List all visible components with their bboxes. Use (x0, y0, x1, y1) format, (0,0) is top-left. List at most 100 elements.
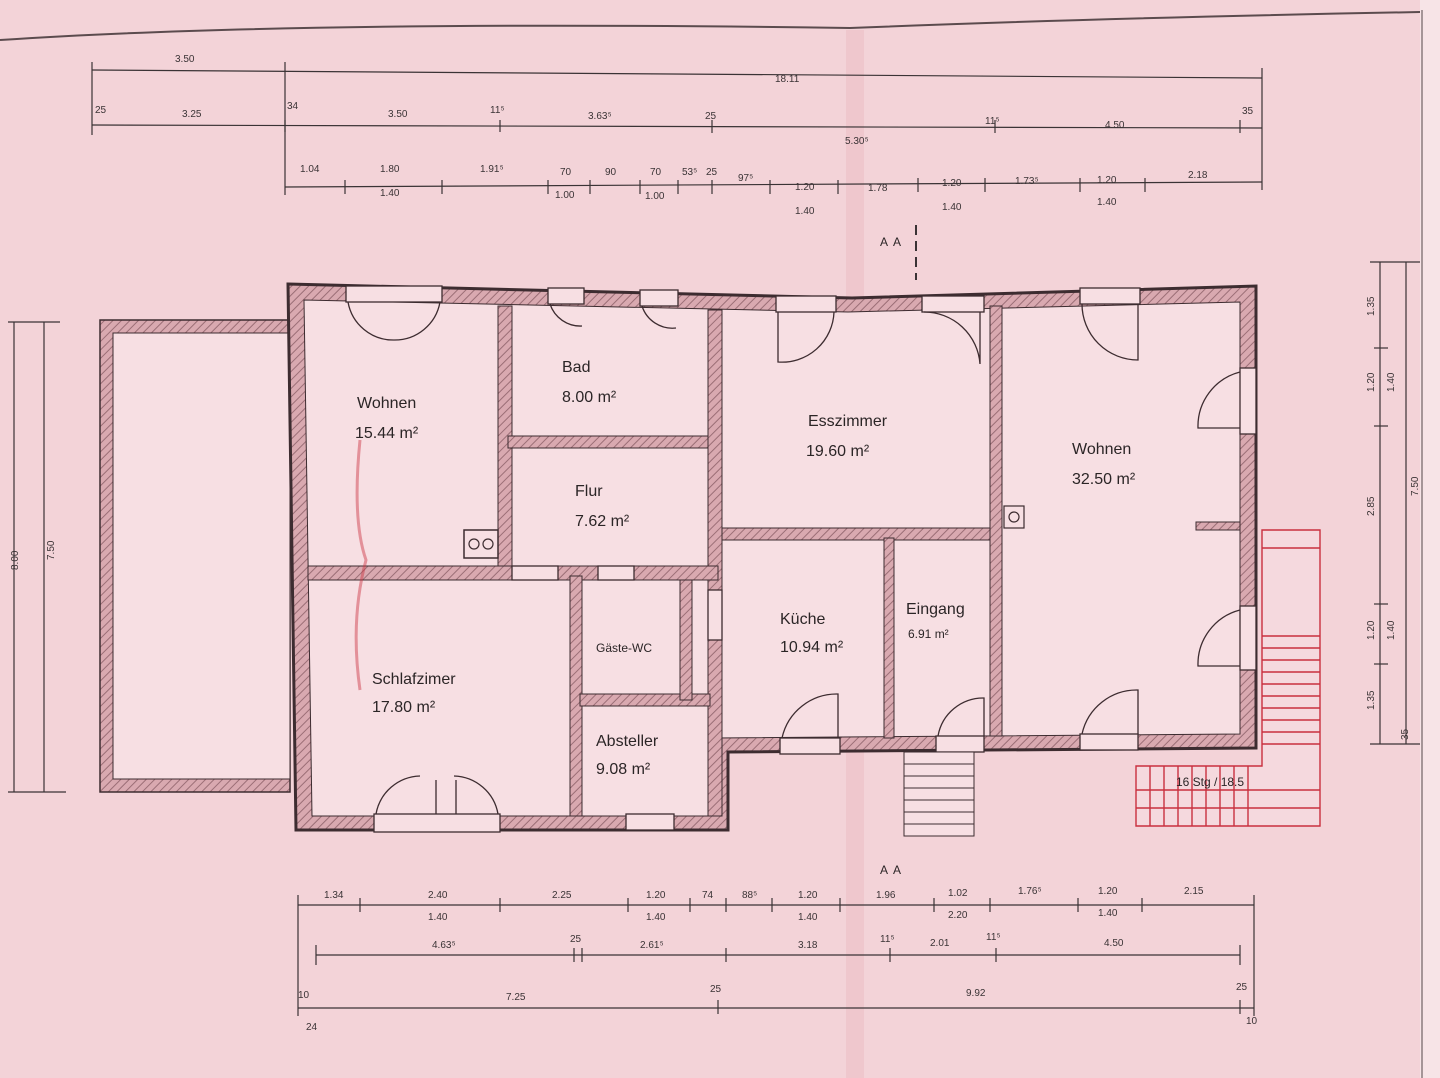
room-eingang-area: 6.91 m² (908, 627, 949, 641)
svg-text:A: A (880, 235, 888, 249)
dim-label: 1.91⁵ (480, 164, 504, 175)
dim-label: 3.50 (388, 109, 408, 120)
dim-label: 90 (605, 167, 617, 178)
dim-label: 1.40 (1386, 620, 1397, 640)
dim-label: 18.11 (775, 74, 800, 85)
left-dimension-chains (8, 321, 66, 793)
svg-text:A: A (893, 235, 901, 249)
room-wohnen-right-name: Wohnen (1072, 441, 1131, 458)
dim-label: 97⁵ (738, 173, 753, 184)
dim-label: 2.18 (1188, 170, 1208, 181)
dim-label: 88⁵ (742, 890, 757, 901)
room-bad-name: Bad (562, 359, 590, 376)
dim-label: 1.34 (324, 890, 344, 901)
room-wohnen-right-area: 32.50 m² (1072, 471, 1136, 488)
dim-label: 1.20 (1097, 175, 1117, 186)
dim-label: 53⁵ (682, 167, 697, 178)
dim-label: 3.50 (175, 54, 195, 65)
dim-label: 1.20 (795, 182, 815, 193)
dim-label: 25 (95, 105, 107, 116)
dim-label: 10 (298, 990, 310, 1001)
dim-label: 3.25 (182, 109, 202, 120)
dim-label: 1.20 (942, 178, 962, 189)
right-page-edge (1420, 0, 1440, 1078)
dim-label: 25 (705, 111, 717, 122)
dim-label: 24 (306, 1022, 318, 1033)
room-kueche-name: Küche (780, 611, 825, 628)
room-gaeste-wc-name: Gäste-WC (596, 641, 652, 655)
room-flur-area: 7.62 m² (575, 513, 630, 530)
dim-label: 2.20 (948, 910, 968, 921)
room-flur-name: Flur (575, 483, 603, 500)
dim-label: 4.63⁵ (432, 940, 456, 951)
dim-label: 3.63⁵ (588, 111, 612, 122)
stairs-label: 16 Stg / 18.5 (1176, 775, 1244, 789)
dim-label: 2.15 (1184, 886, 1204, 897)
dim-label: 1.20 (798, 890, 818, 901)
dim-label: 1.80 (380, 164, 400, 175)
top-dimension-labels: 3.50 18.11 25 3.25 34 3.50 11⁵ 3.63⁵ 25 … (95, 54, 1254, 217)
dim-label: 9.92 (966, 988, 986, 999)
dim-label: 1.40 (1098, 908, 1118, 919)
side-staircase (1135, 529, 1321, 827)
room-kueche-area: 10.94 m² (780, 639, 844, 656)
dim-label: 35 (1242, 106, 1254, 117)
dim-label: 1.40 (798, 912, 818, 923)
room-abstellraum-name: Absteller (596, 733, 659, 750)
dim-label: 7.50 (46, 540, 57, 560)
annex-structure (99, 319, 291, 793)
red-pencil-scribble (354, 439, 368, 691)
dim-label: 1.04 (300, 164, 320, 175)
dim-label: 2.85 (1366, 496, 1377, 516)
dim-label: 70 (560, 167, 572, 178)
dim-label: 4.50 (1104, 938, 1124, 949)
room-schlafzimmer-area: 17.80 m² (372, 699, 436, 716)
dim-label: 2.25 (552, 890, 572, 901)
dim-label: 8.00 (10, 550, 21, 570)
room-abstellraum-area: 9.08 m² (596, 761, 651, 778)
building-walls (286, 282, 1258, 832)
dim-label: 11⁵ (985, 116, 1000, 127)
dim-label: 1.73⁵ (1015, 176, 1039, 187)
dim-label: 1.76⁵ (1018, 886, 1042, 897)
dim-label: 1.00 (645, 191, 665, 202)
room-bad-area: 8.00 m² (562, 389, 617, 406)
openings (345, 285, 1257, 833)
svg-text:A: A (880, 863, 888, 877)
dim-label: 2.40 (428, 890, 448, 901)
dim-label: 1.20 (1098, 886, 1118, 897)
dim-label: 1.20 (1366, 372, 1377, 392)
room-labels: Wohnen 15.44 m² Bad 8.00 m² Flur 7.62 m²… (355, 359, 1136, 778)
bottom-dimension-labels: 1.34 2.40 2.25 1.20 74 88⁵ 1.20 1.96 1.0… (298, 886, 1258, 1033)
dim-label: 2.61⁵ (640, 940, 664, 951)
room-wohnen-left-name: Wohnen (357, 395, 416, 412)
svg-text:A: A (893, 863, 901, 877)
dim-label: 25 (706, 167, 718, 178)
dim-label: 1.40 (1386, 372, 1397, 392)
dim-label: 4.50 (1105, 120, 1125, 131)
dim-label: 3.18 (798, 940, 818, 951)
page-top-edge (0, 11, 1421, 41)
dim-label: 1.35 (1366, 690, 1377, 710)
room-eingang-name: Eingang (906, 601, 965, 618)
dim-label: 2.01 (930, 938, 950, 949)
dim-label: 1.02 (948, 888, 968, 899)
dim-label: 1.78 (868, 183, 888, 194)
dim-label: 1.20 (1366, 620, 1377, 640)
dim-label: 1.40 (428, 912, 448, 923)
bottom-dimension-chains (297, 895, 1255, 1016)
room-wohnen-left-area: 15.44 m² (355, 425, 419, 442)
room-esszimmer-area: 19.60 m² (806, 443, 870, 460)
dim-label: 1.40 (646, 912, 666, 923)
dim-label: 1.00 (555, 190, 575, 201)
dim-label: 25 (570, 934, 582, 945)
dim-label: 25 (710, 984, 722, 995)
dim-label: 11⁵ (986, 932, 1001, 943)
room-esszimmer-name: Esszimmer (808, 413, 888, 430)
dim-label: 1.96 (876, 890, 896, 901)
dim-label: 11⁵ (490, 105, 505, 116)
right-dimension-chains (1370, 261, 1420, 745)
dim-label: 74 (702, 890, 714, 901)
dim-label: 1.40 (380, 188, 400, 199)
